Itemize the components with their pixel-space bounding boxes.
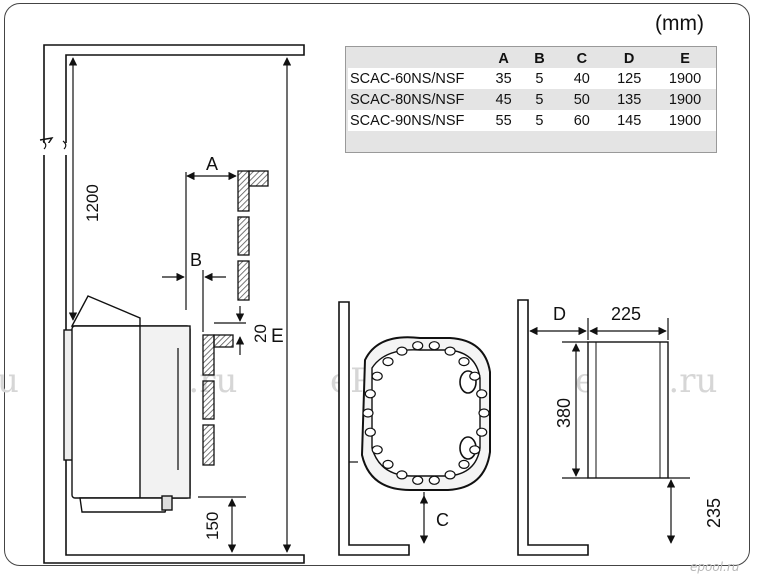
table-header-b: B (534, 51, 545, 67)
diagram-frame (4, 3, 750, 566)
table-cell-model: SCAC-80NS/NSF (348, 89, 488, 110)
table-cell: 145 (604, 110, 655, 131)
dim-e-label: E (271, 326, 284, 347)
dimension-a (185, 171, 237, 310)
heater-base (79, 497, 171, 513)
dimension-b (162, 270, 226, 332)
dimension-235 (666, 477, 690, 544)
heater-stone (396, 470, 408, 480)
heater-stone (371, 445, 383, 455)
heater-stone (469, 445, 481, 455)
heater-stone (428, 341, 440, 351)
table-cell: 45 (487, 89, 520, 110)
dim-235-label: 235 (704, 498, 724, 528)
heater-top-grill (70, 295, 141, 327)
watermark-fragment: u (0, 361, 19, 401)
table-cell: 50 (559, 89, 605, 110)
table-cell: 135 (604, 89, 655, 110)
table-header-row: A B C D E (348, 50, 716, 68)
table-cell-model: SCAC-90NS/NSF (348, 110, 488, 131)
heater-stone (476, 427, 488, 437)
heater-stone (396, 346, 408, 356)
table-cell: 125 (604, 68, 655, 89)
table-cell: 1900 (654, 89, 716, 110)
center-view (338, 301, 491, 556)
unit-label: (mm) (655, 12, 704, 35)
table-header-d: D (623, 51, 635, 67)
dimension-225 (589, 318, 669, 340)
heater-stone (469, 371, 481, 381)
heater-stone (412, 475, 424, 485)
table-row: SCAC-80NS/NSF 45 5 50 135 1900 (348, 89, 716, 110)
heater-outline-box (587, 341, 669, 479)
table-cell: 5 (519, 68, 560, 89)
table-cell: 5 (519, 110, 560, 131)
heater-stone (458, 357, 470, 367)
table-cell-model: SCAC-60NS/NSF (348, 68, 488, 89)
left-view (39, 44, 305, 564)
dimension-380 (562, 341, 588, 479)
heater-stone (458, 459, 470, 469)
dimension-150 (198, 496, 246, 553)
dim-c-label: C (436, 510, 449, 530)
dim-b-label: B (190, 250, 202, 270)
table-cell: 55 (487, 110, 520, 131)
table-cell: 5 (519, 89, 560, 110)
heater-stone (412, 341, 424, 351)
heater-stone (382, 357, 394, 367)
heater-stone (476, 389, 488, 399)
heater-stone (364, 427, 376, 437)
dim-380-label: 380 (554, 398, 574, 428)
dimension-d (529, 318, 589, 340)
dim-1200-label: 1200 (83, 184, 102, 222)
dim-d-label: D (553, 304, 566, 324)
right-wall (517, 299, 589, 556)
bracket-blocks (202, 170, 269, 466)
heater-side-view (63, 295, 191, 513)
table-row: SCAC-90NS/NSF 55 5 60 145 1900 (348, 110, 716, 131)
table-header-e: E (680, 51, 690, 67)
dim-20-label: 20 (251, 324, 270, 343)
dimension-20 (214, 306, 246, 355)
wall-outline (43, 44, 305, 564)
logo-watermark: epool.ru (690, 560, 740, 574)
dimension-table: A B C D E SCAC-60NS/NSF 35 5 40 125 1900… (345, 46, 717, 153)
table-cell: 1900 (654, 110, 716, 131)
heater-stone (428, 475, 440, 485)
heater-stone (364, 389, 376, 399)
table-row: SCAC-60NS/NSF 35 5 40 125 1900 (348, 68, 716, 89)
heater-stone (382, 459, 394, 469)
dim-150-label: 150 (203, 512, 222, 540)
table-header-c: C (576, 51, 588, 67)
heater-stone (362, 408, 374, 418)
table-cell: 60 (559, 110, 605, 131)
dim-a-label: A (206, 154, 218, 174)
table-cell: 35 (487, 68, 520, 89)
table-header-a: A (498, 51, 509, 67)
center-wall (338, 301, 410, 556)
heater-stone (444, 470, 456, 480)
dim-225-label: 225 (611, 304, 641, 324)
heater-stone (478, 408, 490, 418)
table-cell: 1900 (654, 68, 716, 89)
right-view (517, 299, 669, 556)
heater-stone (371, 371, 383, 381)
table-cell: 40 (559, 68, 605, 89)
heater-stone (444, 346, 456, 356)
